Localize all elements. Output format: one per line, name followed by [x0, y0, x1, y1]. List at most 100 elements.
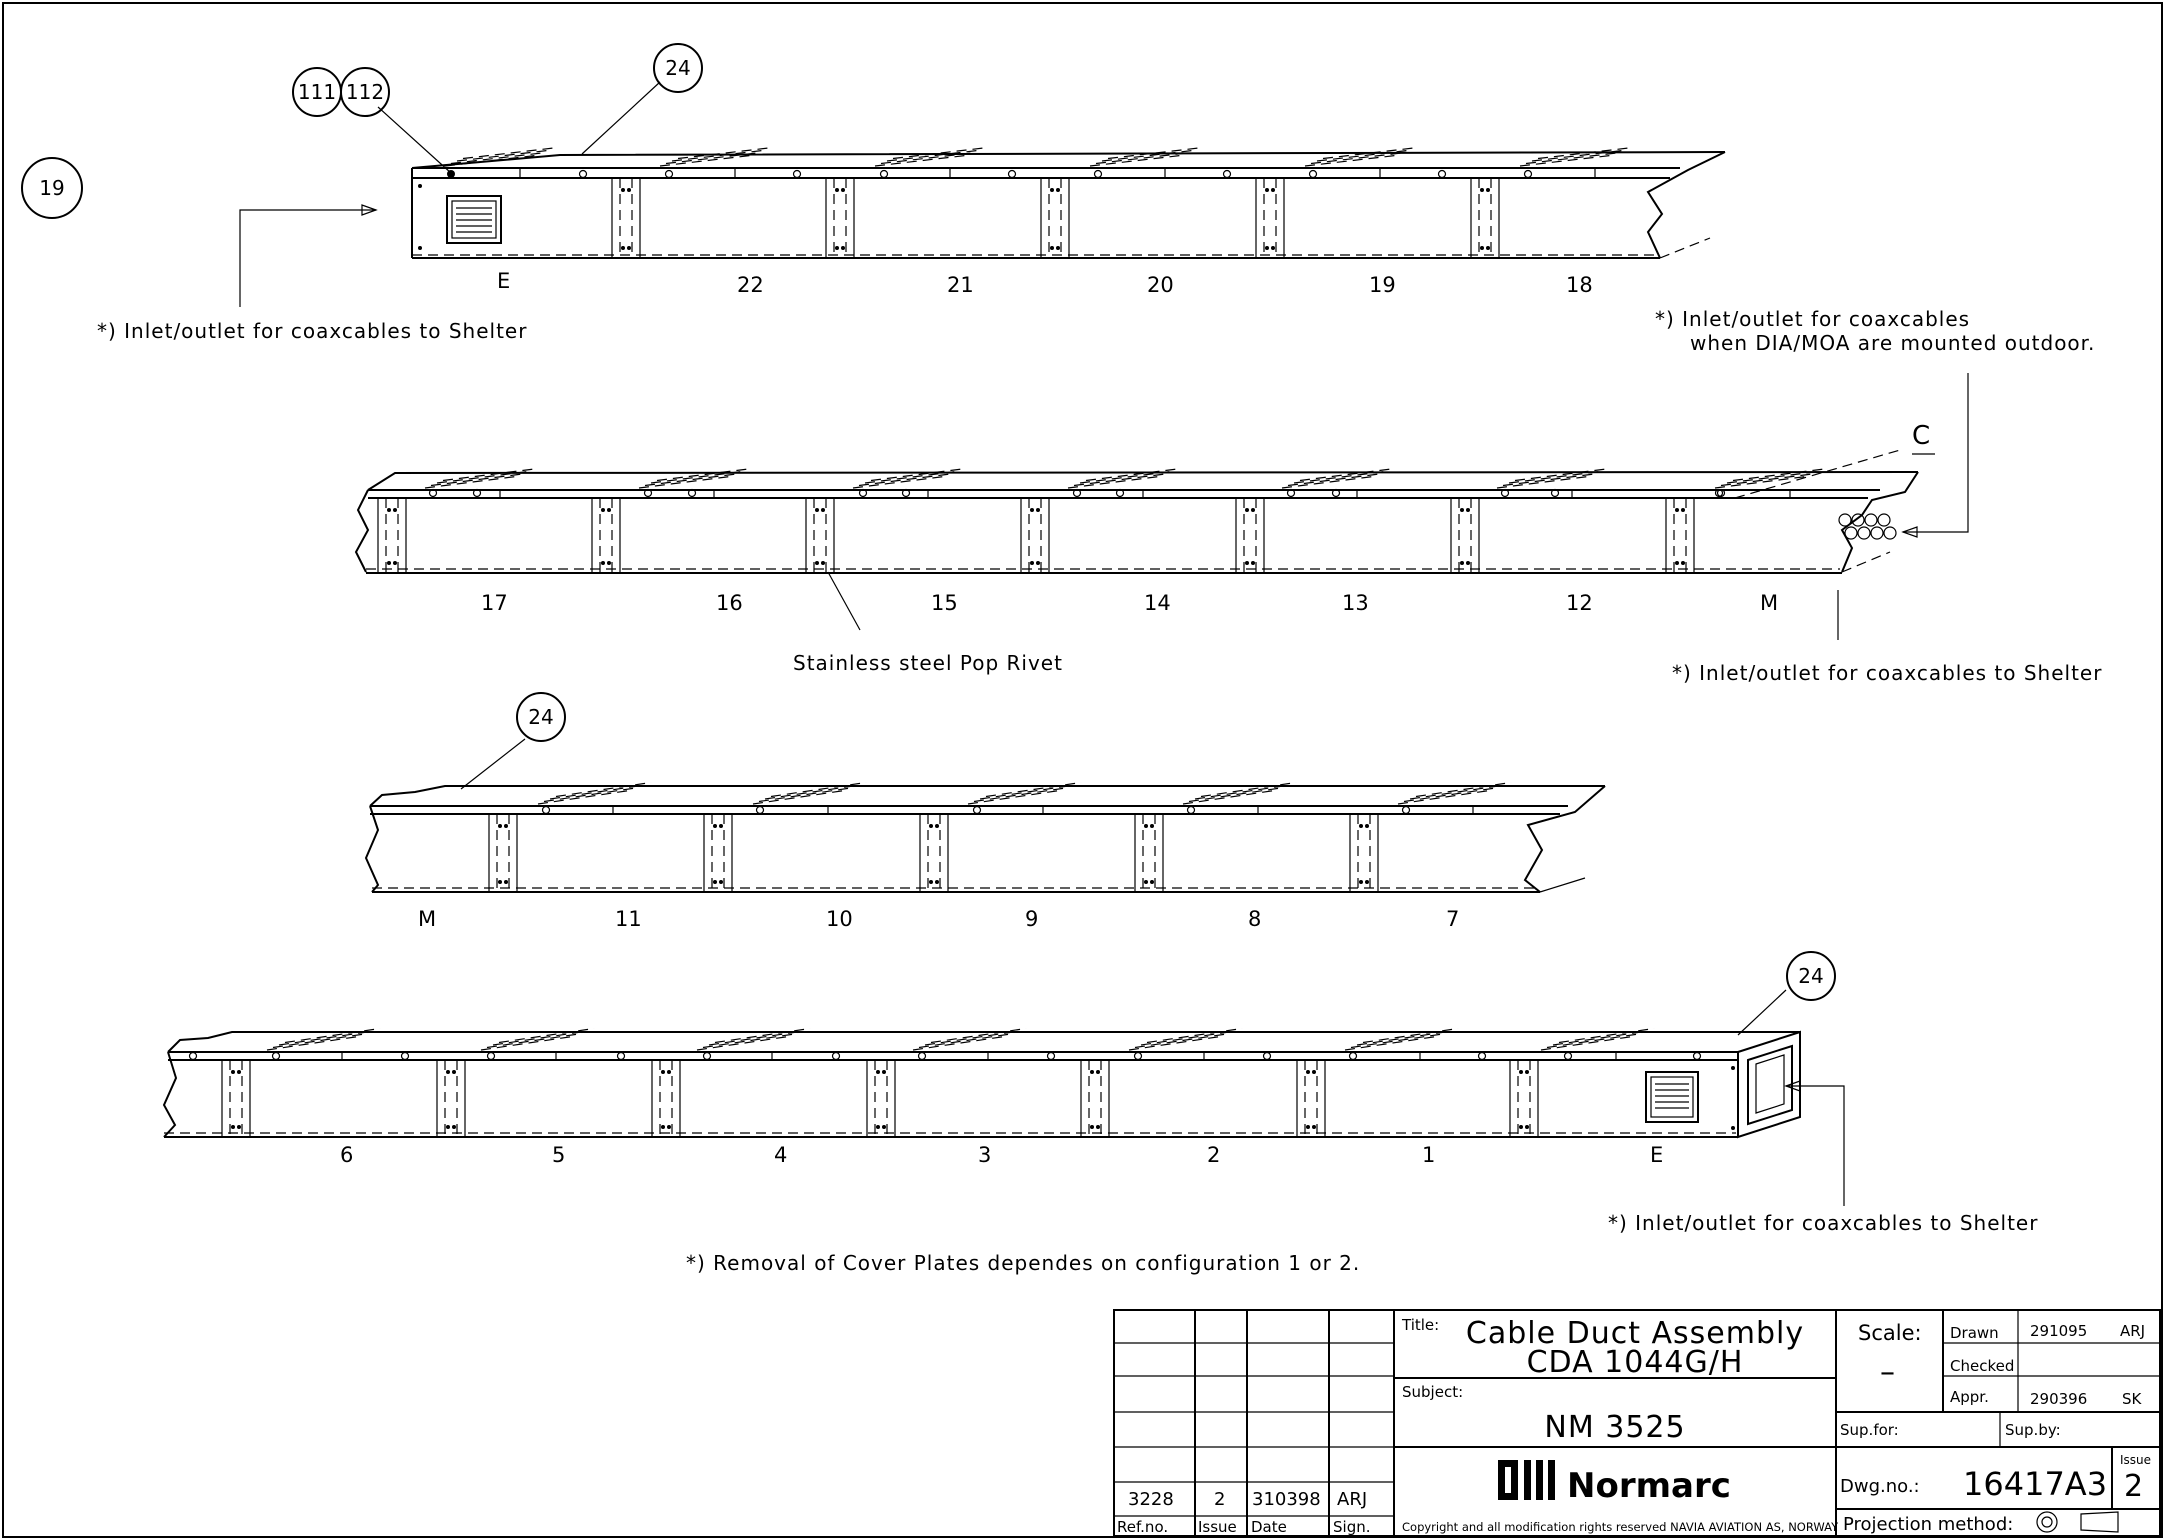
- rivet: [188, 1051, 198, 1061]
- rivet: [1331, 488, 1341, 498]
- section-label: 18: [1566, 273, 1593, 297]
- section-label: 10: [826, 907, 853, 931]
- svg-text:24: 24: [528, 705, 553, 729]
- rivet: [792, 169, 802, 179]
- section-label: 11: [615, 907, 642, 931]
- note-inlet-outdoor-line-1: *) Inlet/outlet for coaxcables: [1655, 307, 1970, 331]
- title-label: Title:: [1401, 1316, 1439, 1334]
- svg-text:112: 112: [346, 80, 384, 104]
- appr-sign: SK: [2122, 1390, 2143, 1408]
- balloon-24-top: 24: [653, 43, 703, 93]
- company-name: Normarc: [1567, 1466, 1731, 1506]
- rivet: [400, 1051, 410, 1061]
- section-label: 20: [1147, 273, 1174, 297]
- rivet: [1007, 169, 1017, 179]
- sup-by-label: Sup.by:: [2005, 1421, 2061, 1439]
- dwgno-label: Dwg.no.:: [1840, 1476, 1920, 1497]
- rev-header-date: Date: [1251, 1518, 1287, 1536]
- drawn-label: Drawn: [1950, 1324, 1999, 1342]
- rivet: [755, 805, 765, 815]
- drawing-number: 16417A3: [1963, 1465, 2107, 1503]
- rivet: [1500, 488, 1510, 498]
- drawing-title-line-2: CDA 1044G/H: [1527, 1345, 1744, 1380]
- sup-for-label: Sup.for:: [1840, 1421, 1899, 1439]
- rivet: [917, 1051, 927, 1061]
- cover-plate: [1747, 1044, 1793, 1126]
- rivet: [428, 488, 438, 498]
- section-label: 5: [552, 1143, 565, 1167]
- rev-issue: 2: [1214, 1489, 1225, 1510]
- louvre-vent: [446, 195, 502, 244]
- rivet: [1222, 169, 1232, 179]
- rev-sign: ARJ: [1337, 1489, 1367, 1510]
- section-label: E: [497, 269, 510, 293]
- section-label: M: [1760, 591, 1778, 615]
- drawn-date: 291095: [2030, 1322, 2087, 1340]
- rivet: [1401, 805, 1411, 815]
- note-inlet-shelter-3: *) Inlet/outlet for coaxcables to Shelte…: [1608, 1211, 2038, 1235]
- copyright-notice: Copyright and all modification rights re…: [1402, 1520, 1839, 1534]
- rev-refno: 3228: [1128, 1489, 1174, 1510]
- centerline-symbol: C: [1912, 421, 1930, 451]
- issue-value: 2: [2124, 1469, 2143, 1504]
- duct-row-3: [364, 785, 1606, 893]
- rivet: [486, 1051, 496, 1061]
- appr-label: Appr.: [1950, 1388, 1989, 1406]
- rivet: [1072, 488, 1082, 498]
- drawing-title-line-1: Cable Duct Assembly: [1466, 1316, 1804, 1351]
- svg-text:24: 24: [665, 56, 690, 80]
- rivet: [1716, 488, 1726, 498]
- balloon-111: 111: [292, 67, 342, 117]
- appr-date: 290396: [2030, 1390, 2087, 1408]
- rivet: [1523, 169, 1533, 179]
- section-label: 7: [1446, 907, 1459, 931]
- balloon-24-mid: 24: [516, 692, 566, 742]
- svg-text:24: 24: [1798, 964, 1823, 988]
- rev-header-issue: Issue: [1198, 1518, 1237, 1536]
- rivet: [687, 488, 697, 498]
- section-label: E: [1650, 1143, 1663, 1167]
- duct-row-4: [162, 1030, 1801, 1139]
- balloon-19: 19: [21, 157, 83, 219]
- note-pop-rivet: Stainless steel Pop Rivet: [793, 651, 1063, 675]
- rivet: [1437, 169, 1447, 179]
- balloon-24-bottom: 24: [1786, 951, 1836, 1001]
- drawn-sign: ARJ: [2120, 1322, 2145, 1340]
- projection-symbol-icon: [2036, 1511, 2119, 1533]
- issue-label: Issue: [2120, 1453, 2151, 1467]
- normarc-logo-icon: [1498, 1460, 1555, 1500]
- rivet: [1348, 1051, 1358, 1061]
- section-label: 14: [1144, 591, 1171, 615]
- rivet: [879, 169, 889, 179]
- section-label: 4: [774, 1143, 787, 1167]
- rivet: [1550, 488, 1560, 498]
- section-label: 8: [1248, 907, 1261, 931]
- scale-label: Scale:: [1858, 1321, 1922, 1345]
- section-label: 3: [978, 1143, 991, 1167]
- rivet: [643, 488, 653, 498]
- rivet: [1133, 1051, 1143, 1061]
- rivet: [1308, 169, 1318, 179]
- rivet: [616, 1051, 626, 1061]
- rivet: [578, 169, 588, 179]
- rev-header-refno: Ref.no.: [1117, 1518, 1168, 1536]
- note-inlet-shelter-2: *) Inlet/outlet for coaxcables to Shelte…: [1672, 661, 2102, 685]
- rivet: [1093, 169, 1103, 179]
- rivet: [472, 488, 482, 498]
- rivet: [1186, 805, 1196, 815]
- section-label: 13: [1342, 591, 1369, 615]
- title-block: 3228 2 310398 ARJ Ref.no. Issue Date Sig…: [1113, 1309, 2161, 1537]
- rivet: [831, 1051, 841, 1061]
- subject-value: NM 3525: [1544, 1410, 1685, 1445]
- duct-row-2: C: [354, 421, 1935, 574]
- section-label: 21: [947, 273, 974, 297]
- centerline: [1734, 449, 1901, 499]
- section-numbers-row-1: E 22 21 20 19 18: [497, 269, 1593, 297]
- checked-label: Checked: [1950, 1357, 2014, 1375]
- section-label: 16: [716, 591, 743, 615]
- rivet: [664, 169, 674, 179]
- note-inlet-outdoor-line-2: when DIA/MOA are mounted outdoor.: [1690, 331, 2095, 355]
- section-label: 22: [737, 273, 764, 297]
- rivet: [1286, 488, 1296, 498]
- duct-details: [188, 146, 1829, 1137]
